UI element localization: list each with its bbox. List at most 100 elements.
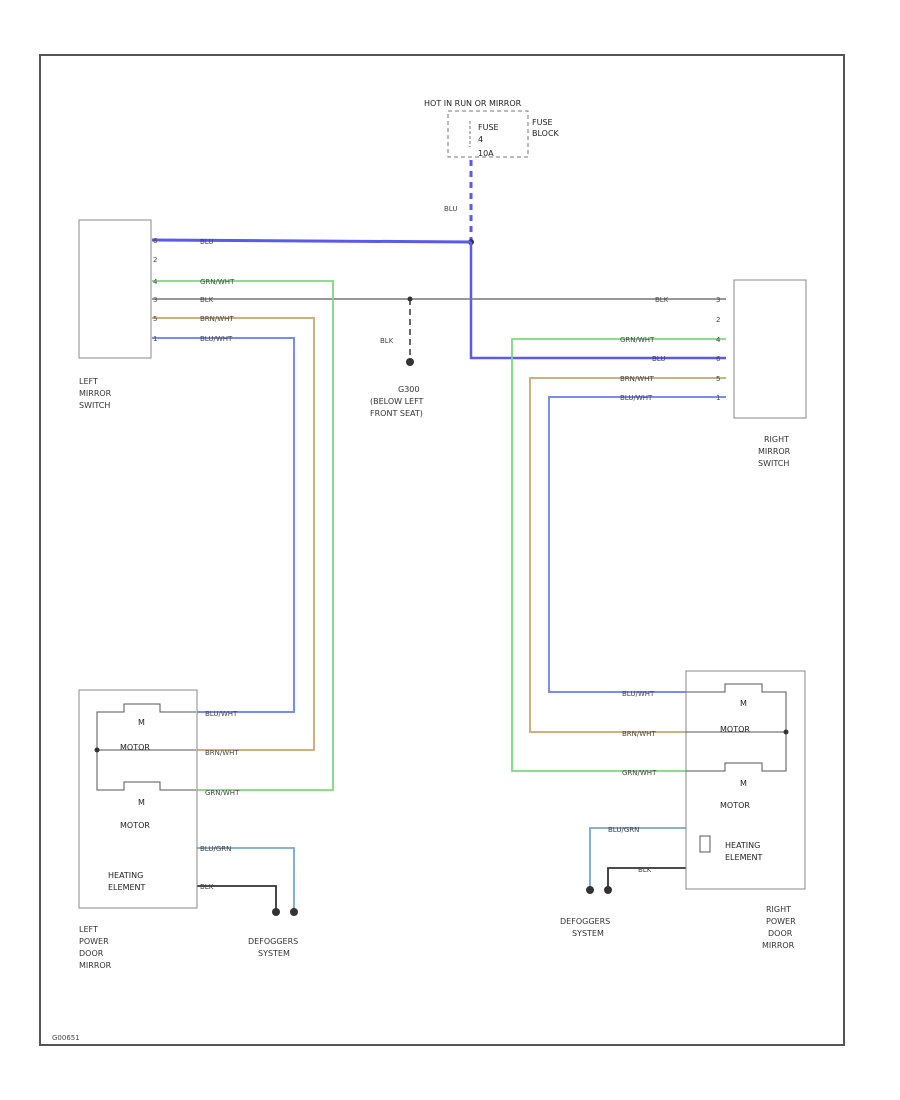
left-switch-pin-2: 2 [153,256,157,264]
right-switch-pin-3: 4 [716,336,721,344]
fuse-block: HOT IN RUN OR MIRROR FUSE 4 10A FUSE BLO… [424,99,560,158]
left-heater-line-1: HEATING [108,871,143,880]
grn-wht-right-mirror-label: GRN/WHT [622,769,657,777]
left-power-door-mirror: M MOTOR M MOTOR HEATING ELEMENT LEFT POW… [78,689,198,970]
right-motor-junction [783,729,789,735]
right-heater-symbol [699,835,711,853]
fuse-block-title: HOT IN RUN OR MIRROR [424,99,522,108]
right-motor-2-label: MOTOR [720,801,750,810]
left-defogger-terminal-2 [290,908,298,916]
ground-junction-dot [407,296,413,302]
blu-left-label: BLU [200,238,213,246]
blu-grn-left-label: BLU/GRN [200,845,231,853]
left-mirror-line-4: MIRROR [79,961,112,970]
left-mirror-line-2: POWER [79,937,109,946]
left-motor-2-label: MOTOR [120,821,150,830]
fuse-number: 4 [478,135,483,144]
blu-grn-left-wire [178,847,295,912]
left-mirror-box [78,689,198,909]
grn-wht-left-mirror-label: GRN/WHT [205,789,240,797]
blu-left-switch-wire [151,238,472,244]
right-switch-pin-6: 1 [716,394,720,402]
left-switch-pin-4: 3 [153,296,157,304]
blu-wht-left-label: BLU/WHT [200,335,233,343]
blu-wht-right-mirror-label: BLU/WHT [622,690,655,698]
right-heater-line-1: HEATING [725,841,760,850]
left-switch-box [78,219,152,359]
diagram-frame [39,54,845,1046]
brn-wht-right-wire [529,377,726,733]
right-power-door-mirror: M MOTOR M MOTOR HEATING ELEMENT RIGHT PO… [685,670,806,950]
left-switch-pin-6: 1 [153,335,157,343]
right-motor-1-label: MOTOR [720,725,750,734]
left-mirror-switch: 6 2 4 3 5 1 LEFT MIRROR SWITCH [78,219,158,410]
left-motor-2-symbol: M [138,798,145,807]
grn-wht-right-label: GRN/WHT [620,336,655,344]
right-motor-1-symbol: M [740,699,747,708]
right-switch-pin-4: 6 [716,355,721,363]
blu-grn-right-label: BLU/GRN [608,826,639,834]
left-defogger-terminal-1 [272,908,280,916]
brn-wht-left-wire [152,317,315,751]
right-defogger-line-1: DEFOGGERS [560,917,610,926]
left-switch-pin-5: 5 [153,315,157,323]
right-mirror-line-1: RIGHT [766,905,791,914]
left-switch-line-3: SWITCH [79,401,110,410]
ground-line-2: (BELOW LEFT [370,397,424,406]
blu-wht-right-wire [548,396,726,693]
left-motor-1-label: MOTOR [120,743,150,752]
left-mirror-line-3: DOOR [79,949,104,958]
right-switch-box [733,279,807,419]
grn-wht-left-wire [152,280,334,791]
fuse-block-label-1: FUSE [532,118,553,127]
blk-right-heater-label: BLK [638,866,652,874]
left-switch-line-2: MIRROR [79,389,112,398]
blu-wht-left-wire [152,337,295,713]
blk-right-heater-wire [607,867,704,890]
right-heater-line-2: ELEMENT [725,853,763,862]
left-mirror-line-1: LEFT [79,925,98,934]
right-mirror-box [685,670,806,890]
right-switch-line-1: RIGHT [764,435,789,444]
brn-wht-left-label: BRN/WHT [200,315,234,323]
blu-wht-left-mirror-label: BLU/WHT [205,710,238,718]
blu-feed-label: BLU [444,205,457,213]
blu-wht-right-label: BLU/WHT [620,394,653,402]
fuse-label: FUSE [478,123,499,132]
ground-point [406,358,414,366]
right-mirror-line-4: MIRROR [762,941,795,950]
blu-right-switch-wire [469,242,726,360]
grn-wht-right-wire [511,338,726,772]
right-mirror-line-3: DOOR [768,929,793,938]
right-switch-line-2: MIRROR [758,447,791,456]
blu-grn-right-wire [589,827,704,890]
right-switch-pin-1: 3 [716,296,720,304]
blu-right-label: BLU [652,355,665,363]
brn-wht-right-label: BRN/WHT [620,375,654,383]
fuse-rating: 10A [478,149,494,158]
brn-wht-left-mirror-label: BRN/WHT [205,749,239,757]
left-heater-line-2: ELEMENT [108,883,146,892]
right-motor-2-symbol: M [740,779,747,788]
left-defogger-line-2: SYSTEM [258,949,290,958]
brn-wht-right-mirror-label: BRN/WHT [622,730,656,738]
ground-drop-label: BLK [380,337,394,345]
right-switch-line-3: SWITCH [758,459,789,468]
left-switch-pin-3: 4 [153,278,158,286]
blk-left-heater-label: BLK [200,883,214,891]
right-mirror-switch: 3 2 4 6 5 1 RIGHT MIRROR SWITCH [716,279,807,468]
right-mirror-line-2: POWER [766,917,796,926]
right-switch-pin-2: 2 [716,316,720,324]
left-switch-line-1: LEFT [79,377,98,386]
right-defogger-terminal-2 [604,886,612,894]
right-switch-pin-5: 5 [716,375,720,383]
left-switch-pin-1: 6 [153,237,158,245]
left-defogger-line-1: DEFOGGERS [248,937,298,946]
diagram-id: G00651 [52,1034,80,1042]
blk-right-label: BLK [655,296,669,304]
blk-left-heater-wire [178,885,277,912]
left-motor-1-symbol: M [138,718,145,727]
left-motor-junction [94,747,100,753]
grn-wht-left-label: GRN/WHT [200,278,235,286]
